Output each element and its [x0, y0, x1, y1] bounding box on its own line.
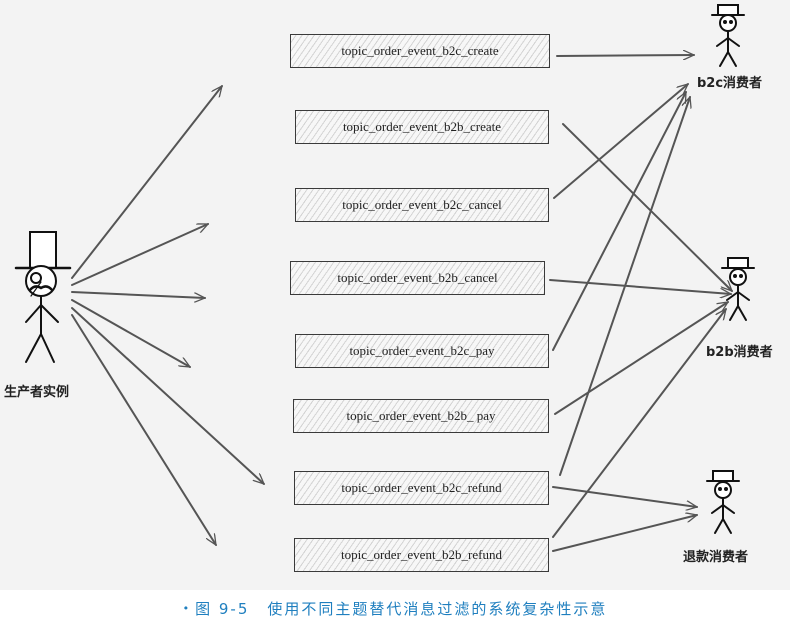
topic-box-b2c-refund: topic_order_event_b2c_refund — [294, 471, 549, 505]
b2b-refund-to-b2b-arrow — [552, 309, 727, 538]
caption-bullet: • — [182, 602, 192, 615]
topic-label: topic_order_event_b2c_create — [341, 43, 499, 58]
producer-arrow — [71, 291, 205, 298]
diagram-svg — [14, 4, 755, 552]
topic-label: topic_order_event_b2c_pay — [349, 343, 495, 358]
b2b-consumer-icon — [721, 257, 755, 321]
b2c-refund-to-b2c-arrow — [559, 97, 690, 476]
diagram-canvas: topic_order_event_b2c_create topic_order… — [0, 0, 790, 590]
b2b-cancel-to-b2b-arrow — [549, 279, 731, 294]
topic-box-b2c-pay: topic_order_event_b2c_pay — [295, 334, 549, 368]
topic-box-b2b-pay: topic_order_event_b2b_ pay — [293, 399, 549, 433]
caption-number: 图 9-5 — [195, 600, 250, 618]
topic-box-b2c-create: topic_order_event_b2c_create — [290, 34, 550, 68]
producer-figure-icon — [14, 231, 72, 363]
topic-label: topic_order_event_b2b_create — [342, 119, 502, 134]
b2c-pay-to-b2c-arrow — [552, 92, 687, 351]
b2b-pay-to-b2b-arrow — [554, 301, 728, 415]
refund-consumer-icon — [706, 470, 740, 534]
figure-caption: •图 9-5 使用不同主题替代消息过滤的系统复杂性示意 — [0, 598, 790, 619]
b2c-create-to-b2c-arrow — [556, 55, 694, 56]
producer-arrow — [71, 299, 190, 368]
b2b-consumer-label: b2b消费者 — [706, 345, 773, 360]
producer-arrow — [71, 307, 264, 484]
b2b-create-to-b2b-arrow — [562, 123, 732, 291]
topic-label: topic_order_event_b2c_cancel — [342, 197, 502, 212]
producer-arrow — [71, 86, 223, 279]
b2c-consumer-icon — [711, 4, 745, 67]
producer-label: 生产者实例 — [4, 385, 70, 400]
topic-label: topic_order_event_b2b_cancel — [337, 270, 498, 285]
topic-box-b2b-cancel: topic_order_event_b2b_cancel — [290, 261, 545, 295]
refund-consumer-label: 退款消费者 — [683, 550, 749, 565]
topic-label: topic_order_event_b2c_refund — [341, 480, 502, 495]
topic-box-b2b-create: topic_order_event_b2b_create — [295, 110, 549, 144]
topic-label: topic_order_event_b2b_ pay — [346, 408, 496, 423]
topic-box-b2c-cancel: topic_order_event_b2c_cancel — [295, 188, 549, 222]
topic-label: topic_order_event_b2b_refund — [340, 547, 502, 562]
b2c-refund-to-refund-arrow — [552, 486, 697, 507]
producer-arrow — [71, 223, 208, 286]
b2c-cancel-to-b2c-arrow — [553, 84, 688, 199]
producer-arrow — [71, 314, 217, 545]
b2c-consumer-label: b2c消费者 — [697, 76, 763, 91]
topic-box-b2b-refund: topic_order_event_b2b_refund — [294, 538, 549, 572]
caption-text: 使用不同主题替代消息过滤的系统复杂性示意 — [267, 600, 608, 618]
b2b-refund-to-refund-arrow — [552, 515, 697, 552]
